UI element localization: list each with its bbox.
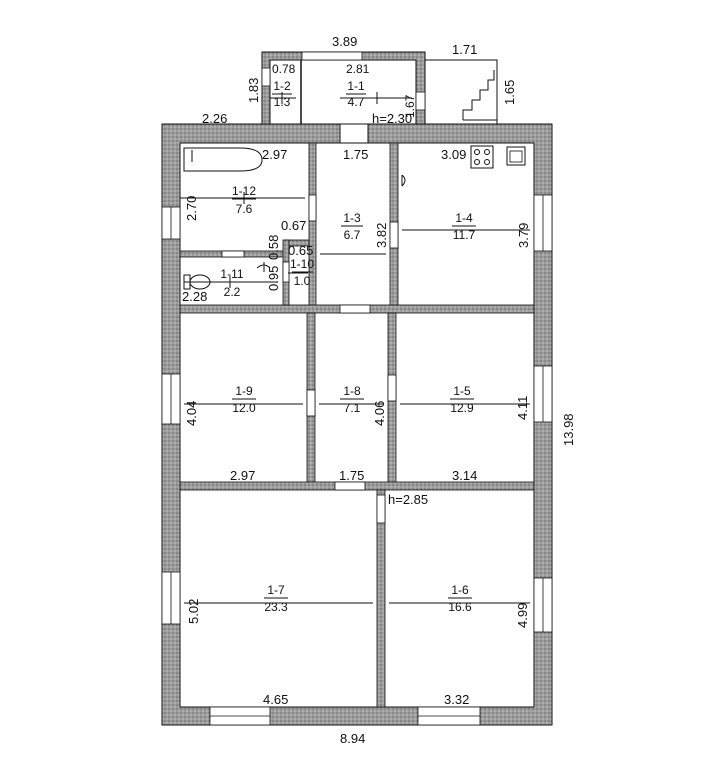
room-id: 1-6 xyxy=(451,583,469,597)
dim-room9-height: 4.04 xyxy=(184,401,199,426)
room-id: 1-1 xyxy=(347,79,365,93)
room-area: 2.2 xyxy=(224,285,241,299)
dimension-labels: 3.89 1.71 1.83 0.78 2.81 1.67 1.65 2.26 … xyxy=(182,34,576,746)
sink-icon xyxy=(506,146,526,166)
room-1-7: 1-7 23.3 xyxy=(264,583,288,614)
dim-room9-width: 2.97 xyxy=(230,468,255,483)
dim-room5-height: 4.11 xyxy=(515,396,530,420)
dim-room4-height: 3.79 xyxy=(516,223,531,248)
dim-room3-height: 3.82 xyxy=(374,223,389,248)
dim-stairs-height: 1.65 xyxy=(502,80,517,105)
room-id: 1-12 xyxy=(232,184,256,198)
room-area: 4.7 xyxy=(348,95,365,109)
room-1-11: 1-11 2.2 xyxy=(220,267,243,299)
room-1-12: 1-12 7.6 xyxy=(232,184,256,216)
dim-room6-width: 3.32 xyxy=(444,692,469,707)
dim-bath-height: 2.70 xyxy=(184,196,199,221)
dim-room4-width: 3.09 xyxy=(441,147,466,162)
room-1-6: 1-6 16.6 xyxy=(448,583,472,614)
dim-corr-058: 0.58 xyxy=(266,235,281,260)
room-area: 7.6 xyxy=(236,202,253,216)
room-1-5: 1-5 12.9 xyxy=(450,384,474,415)
stove-icon xyxy=(470,145,494,169)
door-swing-icon xyxy=(256,174,406,272)
dim-corr-width: 0.67 xyxy=(281,218,306,233)
dim-bath-width: 2.97 xyxy=(262,147,287,162)
dim-corr-065: 0.65 xyxy=(288,243,313,258)
room-1-10: 1-10 1.0 xyxy=(290,257,314,288)
dim-ceiling-porch: h=2.30 xyxy=(372,111,412,126)
dim-room7-width: 4.65 xyxy=(263,692,288,707)
room-id: 1-3 xyxy=(343,211,361,225)
dim-porch-main-width: 2.81 xyxy=(346,62,370,76)
dim-wc-height: 0.95 xyxy=(266,266,281,291)
dim-porch-top: 3.89 xyxy=(332,34,357,49)
bathtub-icon xyxy=(183,147,263,172)
dim-total-width: 8.94 xyxy=(340,731,365,746)
dim-room6-height: 4.99 xyxy=(515,603,530,628)
room-1-2: 1-2 1.3 xyxy=(273,79,291,109)
room-1-1: 1-1 4.7 xyxy=(346,79,366,109)
room-1-9: 1-9 12.0 xyxy=(232,384,256,415)
dim-room5-width: 3.14 xyxy=(452,468,477,483)
room-id: 1-5 xyxy=(453,384,471,398)
porch-walls xyxy=(261,51,498,144)
dim-ceiling-main: h=2.85 xyxy=(388,492,428,507)
room-id: 1-10 xyxy=(290,257,314,271)
window-icon xyxy=(161,51,553,726)
room-id: 1-4 xyxy=(455,211,473,225)
dim-porch-right-top: 1.71 xyxy=(452,42,477,57)
door-openings xyxy=(221,194,399,524)
dim-room8-height: 4.06 xyxy=(372,401,387,426)
room-id: 1-9 xyxy=(235,384,253,398)
room-number-underlines xyxy=(220,93,474,599)
room-area: 1.0 xyxy=(294,274,311,288)
room-area: 6.7 xyxy=(344,228,361,242)
room-id: 1-11 xyxy=(220,267,243,281)
dim-room8-width: 1.75 xyxy=(339,468,364,483)
dim-porch-inner-height: 1.67 xyxy=(403,94,417,118)
dim-porch-left: 1.83 xyxy=(246,78,261,103)
room-area: 1.3 xyxy=(274,95,291,109)
room-area: 12.0 xyxy=(232,401,256,415)
room-1-4: 1-4 11.7 xyxy=(452,211,476,242)
room-id: 1-8 xyxy=(343,384,361,398)
room-1-8: 1-8 7.1 xyxy=(343,384,361,415)
room-id: 1-2 xyxy=(273,79,291,93)
room-id: 1-7 xyxy=(267,583,285,597)
room-area: 23.3 xyxy=(264,600,288,614)
room-area: 7.1 xyxy=(344,401,361,415)
room-area: 12.9 xyxy=(450,401,474,415)
dim-room3-width: 1.75 xyxy=(343,147,368,162)
room-area: 11.7 xyxy=(453,228,476,242)
room-area: 16.6 xyxy=(448,600,472,614)
dim-wc-width: 2.28 xyxy=(182,289,207,304)
room-labels: 1-1 4.7 1-2 1.3 1-3 6.7 1-4 11.7 1-5 12.… xyxy=(220,79,476,614)
room-1-3: 1-3 6.7 xyxy=(341,211,363,242)
stairs-icon xyxy=(424,59,498,125)
dim-total-height: 13.98 xyxy=(561,413,576,446)
dim-top-left: 2.26 xyxy=(202,111,227,126)
dim-porch-small-width: 0.78 xyxy=(272,62,296,76)
dim-room7-height: 5.02 xyxy=(186,599,201,624)
